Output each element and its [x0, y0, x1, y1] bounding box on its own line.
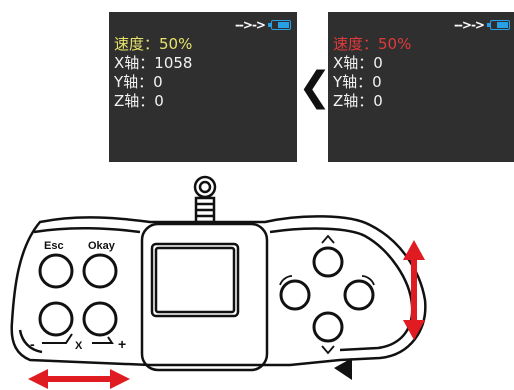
minus-label: - [30, 336, 35, 352]
speed-readout: 速度：50% [333, 35, 412, 53]
esc-label: Esc [44, 240, 64, 252]
movement-arrows [28, 240, 425, 389]
x-minus-button[interactable] [38, 301, 74, 337]
x-axis-readout: X轴：0 [333, 54, 383, 72]
battery-icon [487, 20, 510, 30]
y-axis-readout: Y轴：0 [114, 73, 163, 91]
y-axis-readout: Y轴：0 [333, 73, 382, 91]
link-arrow-indicator: -->-> [234, 18, 266, 32]
plus-label: + [118, 336, 126, 352]
link-arrow-indicator: -->-> [453, 18, 485, 32]
dpad-down-button[interactable] [312, 311, 344, 343]
speed-readout: 速度：50% [114, 35, 193, 53]
status-bar: -->-> [234, 18, 291, 32]
display-screen-right: -->-> 速度：50% X轴：0 Y轴：0 Z轴：0 [328, 12, 514, 162]
dpad-left-button[interactable] [279, 279, 311, 311]
x-plus-button[interactable] [82, 301, 118, 337]
chevron-left-icon: ❮ [298, 64, 332, 110]
esc-button[interactable] [38, 253, 74, 289]
dpad-right-button[interactable] [343, 279, 375, 311]
status-bar: -->-> [453, 18, 510, 32]
display-screen-left: -->-> 速度：50% X轴：1058 Y轴：0 Z轴：0 [109, 12, 297, 162]
battery-icon [268, 20, 291, 30]
dpad-up-button[interactable] [312, 246, 344, 278]
x-axis-readout: X轴：1058 [114, 54, 193, 72]
okay-label: Okay [88, 240, 116, 252]
z-axis-readout: Z轴：0 [333, 92, 383, 110]
x-label: X [75, 340, 83, 352]
z-axis-readout: Z轴：0 [114, 92, 164, 110]
okay-button[interactable] [82, 253, 118, 289]
